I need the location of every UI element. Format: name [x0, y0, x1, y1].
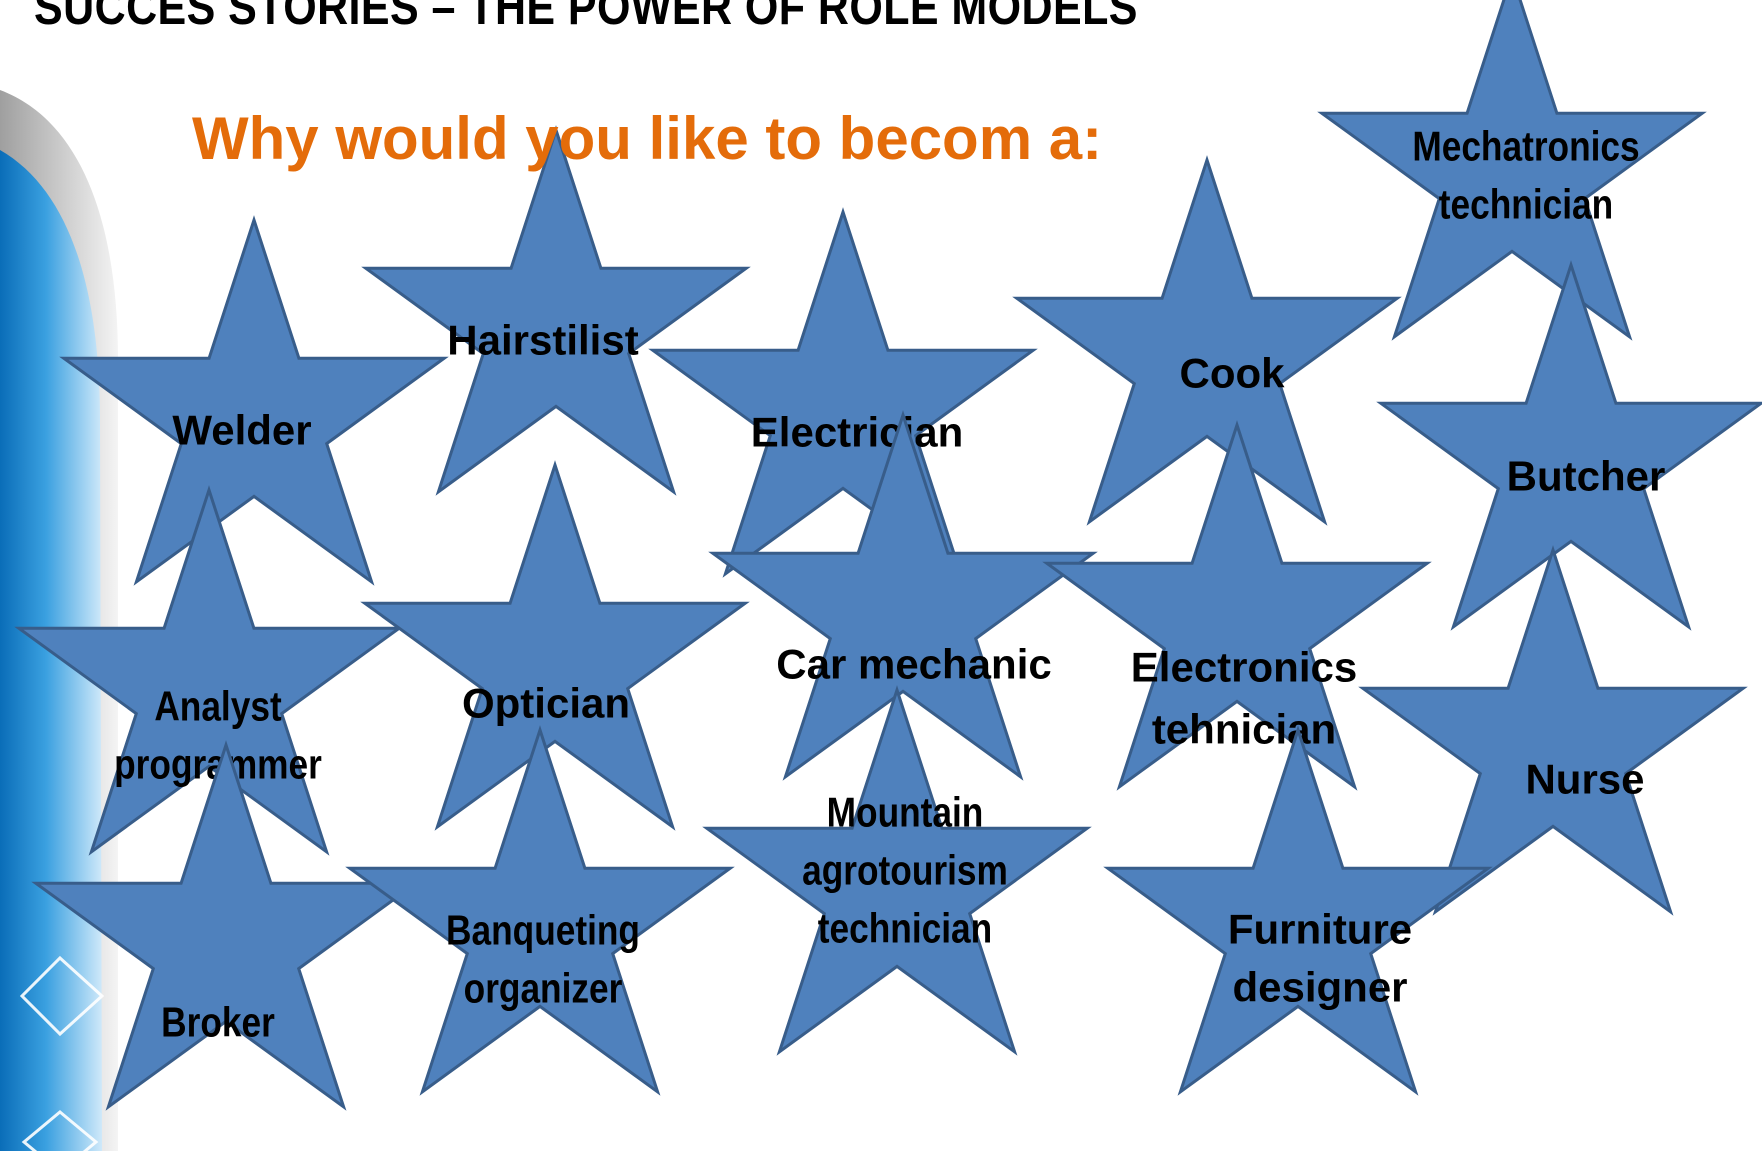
career-star: Electronics tehnician	[1042, 420, 1432, 791]
star-shape	[1042, 420, 1432, 791]
career-star: Welder	[59, 215, 449, 586]
career-star: Furniture designer	[1103, 725, 1493, 1096]
star-label: Butcher	[1507, 453, 1666, 500]
star-label: Electronics	[1131, 644, 1357, 691]
star-label: technician	[818, 906, 992, 953]
star-label: Analyst	[154, 684, 281, 731]
career-star: Banqueting organizer	[345, 725, 735, 1096]
star-shape	[345, 725, 735, 1096]
star-shape	[648, 207, 1038, 578]
star-label: Broker	[161, 1000, 275, 1047]
career-star: Hairstilist	[361, 125, 751, 496]
star-label: agrotourism	[802, 848, 1008, 895]
career-star: Car mechanic	[708, 410, 1098, 781]
career-star: Cook	[1012, 155, 1402, 526]
slide-subtitle: Why would you like to becom a:	[192, 105, 1103, 172]
star-shape	[702, 685, 1092, 1056]
star-shape	[360, 460, 750, 831]
career-star: Mechatronics technician	[1317, 0, 1707, 341]
star-shape	[1376, 260, 1762, 631]
career-star: Broker	[31, 740, 421, 1111]
star-label: Hairstilist	[447, 317, 638, 364]
star-shape	[1012, 155, 1402, 526]
slide-title: SUCCES STORIES – THE POWER OF ROLE MODEL…	[34, 0, 1138, 35]
diamond-shape	[21, 1110, 99, 1151]
star-label: tehnician	[1152, 706, 1336, 753]
star-label: Electrician	[751, 409, 963, 456]
career-star: Nurse	[1358, 545, 1748, 916]
star-shape	[14, 485, 404, 856]
career-star: Optician	[360, 460, 750, 831]
star-shape	[59, 215, 449, 586]
star-label: Furniture	[1228, 906, 1412, 953]
star-shape	[361, 125, 751, 496]
star-label: Welder	[172, 407, 311, 454]
star-shape	[1317, 0, 1707, 341]
career-star: Mountain agrotourism technician	[702, 685, 1092, 1056]
diamond-shape	[19, 955, 105, 1037]
star-label: Mechatronics	[1412, 124, 1639, 171]
star-shape	[1358, 545, 1748, 916]
star-label: Banqueting	[446, 908, 640, 955]
star-label: Car mechanic	[776, 641, 1051, 688]
star-shape	[708, 410, 1098, 781]
star-label: Optician	[462, 680, 630, 727]
star-label: Mountain	[827, 790, 984, 837]
star-label: Cook	[1180, 350, 1286, 397]
career-star: Butcher	[1376, 260, 1762, 631]
star-label: designer	[1232, 964, 1407, 1011]
career-star: Electrician	[648, 207, 1038, 578]
star-shape	[31, 740, 421, 1111]
star-label: organizer	[464, 966, 623, 1013]
star-label: Nurse	[1525, 756, 1644, 803]
star-label: technician	[1439, 182, 1613, 229]
star-shape	[1103, 725, 1493, 1096]
